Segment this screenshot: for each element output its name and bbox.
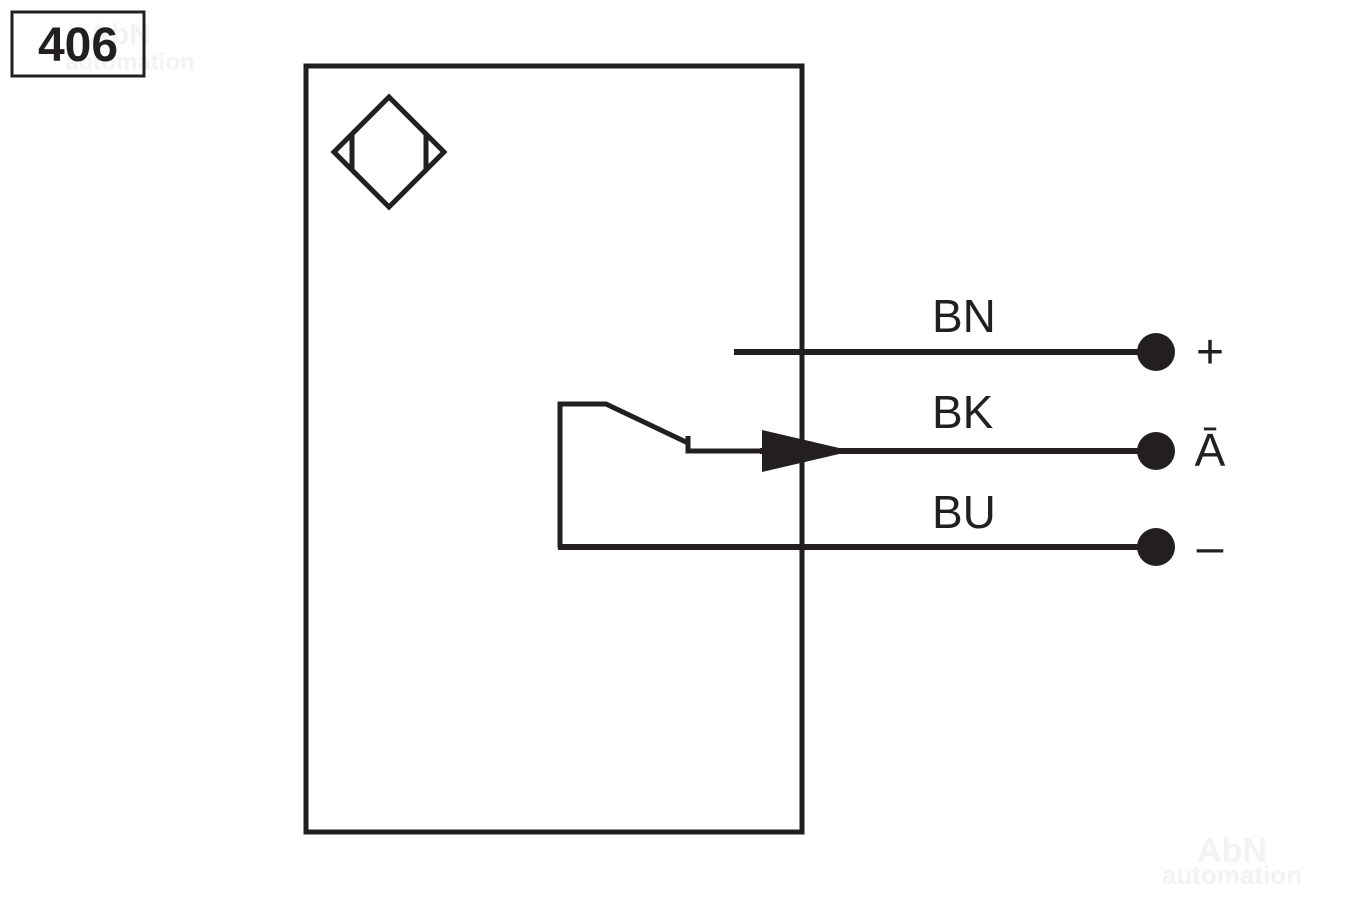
output-arrow-icon [762, 430, 852, 472]
inductive-sensor-icon [330, 93, 448, 211]
wire-bk-label: BK [932, 386, 994, 438]
watermark-brand: AbN [1197, 832, 1267, 870]
terminal-plus-label: + [1196, 326, 1224, 379]
wire-bk: BK Ā [760, 386, 1226, 476]
wire-bn: BN + [734, 290, 1224, 379]
terminal-output-label: Ā [1195, 424, 1226, 476]
diagram-number-frame [10, 10, 146, 78]
watermark-top-left: AbN automation [65, 18, 194, 76]
watermark-bottom-right: AbN automation [1162, 832, 1302, 890]
terminal-minus-label: – [1197, 521, 1224, 574]
wire-bn-label: BN [932, 290, 996, 342]
diagram-number: 406 [38, 19, 118, 72]
wire-bu-label: BU [932, 486, 996, 538]
diagram-number-badge: 406 [10, 10, 146, 78]
switching-output-icon [557, 401, 760, 548]
wire-bu: BU – [558, 486, 1224, 574]
watermark-brand: AbN [89, 18, 151, 51]
watermark-sub: automation [1162, 860, 1302, 890]
terminal-dot-icon [1137, 333, 1175, 371]
terminal-dot-icon [1137, 528, 1175, 566]
terminal-dot-icon [1137, 432, 1175, 470]
watermark-sub: automation [65, 49, 194, 76]
